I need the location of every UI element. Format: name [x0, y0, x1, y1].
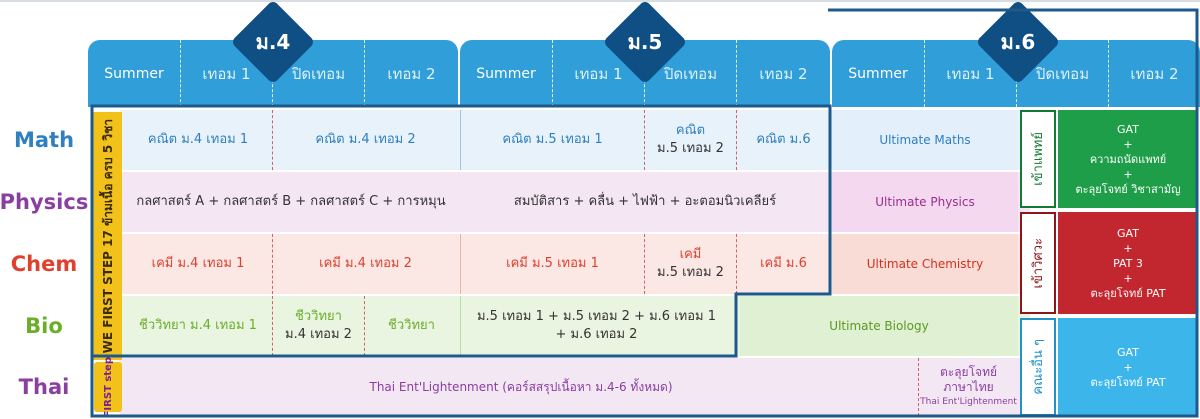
track-medicine[interactable]: GAT + ความถนัดแพทย์ + ตะลุยโจทย์ วิชาสาม… — [1058, 110, 1198, 208]
subject-thai: Thai — [18, 375, 70, 399]
top-divider — [0, 0, 1200, 2]
track-engineering-line5: ตะลุยโจทย์ PAT — [1090, 286, 1166, 300]
grade-label-m6: ม.6 — [1000, 30, 1036, 54]
subject-physics: Physics — [0, 190, 89, 214]
track-medicine-line3: ความถนัดแพทย์ — [1089, 152, 1167, 166]
bio-m4-term1[interactable]: ชีววิทยา ม.4 เทอม 1 — [139, 318, 257, 333]
track-other[interactable]: GAT + ตะลุยโจทย์ PAT — [1058, 318, 1198, 416]
first-step-logo: FIRST step — [94, 357, 122, 417]
bio-m4-break-line2: ม.4 เทอม 2 — [285, 327, 352, 342]
chem-m5-break-line2: ม.5 เทอม 2 — [657, 265, 724, 280]
math-m5-break-line1: คณิต — [675, 123, 706, 138]
chem-m5-break-line1: เคมี — [679, 247, 702, 262]
term-summer-m5[interactable]: Summer — [476, 65, 536, 82]
chem-m5-term1[interactable]: เคมี ม.5 เทอม 1 — [460, 234, 644, 294]
chem-m6[interactable]: เคมี ม.6 — [736, 234, 830, 294]
bio-m5-m6[interactable]: ม.5 เทอม 1 + ม.5 เทอม 2 + ม.6 เทอม 1 + ม… — [460, 296, 732, 356]
bio-m5-m6-line2: + ม.6 เทอม 2 — [555, 327, 638, 342]
chem-ultimate[interactable]: Ultimate Chemistry — [832, 234, 1018, 294]
subject-bio: Bio — [25, 314, 63, 338]
vertical-banner: WE FIRST STEP 17 ข้ามเนื้อ ครบ 5 วิชา — [92, 112, 122, 360]
thai-cram[interactable]: ตะลุยโจทย์ ภาษาไทย Thai Ent'Lightenment — [918, 358, 1018, 416]
term-summer-m6[interactable]: Summer — [848, 65, 908, 82]
bio-m5-m6-line1: ม.5 เทอม 1 + ม.5 เทอม 2 + ม.6 เทอม 1 — [476, 309, 716, 324]
thai-main[interactable]: Thai Ent'Lightenment (คอร์สสรุปเนื้อหา ม… — [369, 380, 673, 394]
track-medicine-line4: + — [1123, 167, 1133, 181]
chem-m5-break[interactable]: เคมี ม.5 เทอม 2 — [644, 234, 736, 294]
term-1-m5[interactable]: เทอม 1 — [552, 40, 644, 107]
track-medicine-line1: GAT — [1117, 122, 1139, 136]
chem-m4-term2[interactable]: เคมี ม.4 เทอม 2 — [272, 234, 458, 294]
bio-m4-term2[interactable]: ชีววิทยา — [364, 296, 458, 356]
track-other-line1: GAT — [1117, 345, 1139, 359]
subject-chem: Chem — [10, 252, 78, 276]
term-2-m4[interactable]: เทอม 2 — [364, 40, 458, 107]
bio-ultimate[interactable]: Ultimate Biology — [740, 296, 1018, 356]
term-1-m4[interactable]: เทอม 1 — [180, 40, 272, 107]
track-engineering-tab[interactable]: เข้าวิศวะ — [1020, 212, 1056, 314]
track-medicine-line5: ตะลุยโจทย์ วิชาสามัญ — [1075, 182, 1181, 196]
math-m6[interactable]: คณิต ม.6 — [736, 110, 830, 170]
track-engineering-line2: + — [1123, 241, 1133, 255]
thai-cram-line2: ภาษาไทย — [943, 379, 994, 394]
track-other-line2: + — [1123, 360, 1133, 374]
track-engineering-line1: GAT — [1117, 226, 1139, 240]
track-engineering[interactable]: GAT + PAT 3 + ตะลุยโจทย์ PAT — [1058, 212, 1198, 314]
thai-cram-line1: ตะลุยโจทย์ — [939, 364, 998, 379]
math-m4-term1[interactable]: คณิต ม.4 เทอม 1 — [147, 132, 249, 147]
highlight-outline-right — [90, 8, 1199, 418]
math-m5-break[interactable]: คณิต ม.5 เทอม 2 — [644, 110, 736, 170]
row-thai — [120, 358, 1030, 416]
track-other-line3: ตะลุยโจทย์ PAT — [1090, 375, 1166, 389]
track-medicine-line2: + — [1123, 137, 1133, 151]
math-m5-break-line2: ม.5 เทอม 2 — [657, 141, 724, 156]
grade-label-m4: ม.4 — [255, 30, 291, 54]
subject-math: Math — [13, 128, 75, 152]
track-medicine-tab[interactable]: เข้าแพทย์ — [1020, 110, 1056, 208]
term-summer-m4[interactable]: Summer — [104, 65, 164, 82]
term-1-m6[interactable]: เทอม 1 — [924, 40, 1016, 107]
math-m4-term2[interactable]: คณิต ม.4 เทอม 2 — [272, 110, 458, 170]
physics-m4[interactable]: กลศาสตร์ A + กลศาสตร์ B + กลศาสตร์ C + ก… — [136, 194, 446, 209]
highlight-outline-left — [90, 104, 832, 358]
grade-label-m5: ม.5 — [627, 30, 663, 54]
track-engineering-line3: PAT 3 — [1113, 256, 1143, 270]
math-m5-term1[interactable]: คณิต ม.5 เทอม 1 — [460, 110, 644, 170]
thai-cram-line3: Thai Ent'Lightenment — [920, 396, 1017, 407]
track-engineering-line4: + — [1123, 271, 1133, 285]
term-2-m6[interactable]: เทอม 2 — [1108, 40, 1200, 107]
math-ultimate[interactable]: Ultimate Maths — [832, 110, 1018, 170]
physics-ultimate[interactable]: Ultimate Physics — [832, 172, 1018, 232]
bio-m4-break[interactable]: ชีววิทยา ม.4 เทอม 2 — [272, 296, 364, 356]
bio-m4-break-line1: ชีววิทยา — [295, 309, 342, 324]
term-2-m5[interactable]: เทอม 2 — [736, 40, 830, 107]
chem-m4-term1[interactable]: เคมี ม.4 เทอม 1 — [151, 256, 245, 271]
physics-m5[interactable]: สมบัติสาร + คลื่น + ไฟฟ้า + อะตอมนิวเคลี… — [513, 194, 777, 209]
